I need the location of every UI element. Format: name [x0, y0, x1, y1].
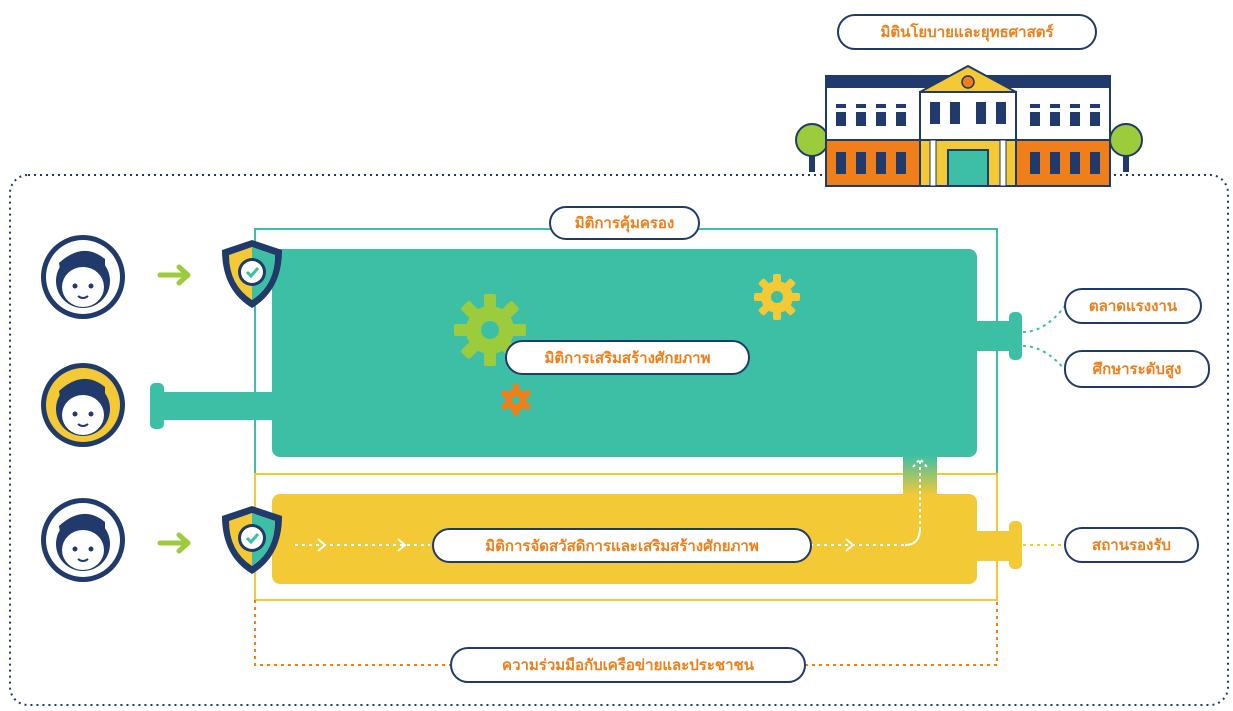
outer-dotted-boundary — [9, 174, 1229, 706]
output-higher-education: ศึกษาระดับสูง — [1064, 350, 1210, 388]
welfare-flow-arrows — [295, 527, 921, 552]
person-avatar-icon — [41, 498, 125, 582]
person-avatar-icon — [41, 363, 125, 447]
protection-label: มิติการคุ้มครอง — [549, 206, 700, 240]
tree-icon — [795, 123, 829, 172]
input-pipe — [158, 392, 273, 420]
teal-output-pipe-cap — [1009, 312, 1022, 360]
arrow-right-icon — [157, 532, 191, 554]
welfare-empowerment-label: มิติการจัดสวัสดิการและเสริมสร้างศักยภาพ — [432, 528, 812, 563]
gear-icon — [454, 294, 526, 366]
output-labor-market: ตลาดแรงงาน — [1064, 288, 1202, 324]
policy-strategy-label: มิตินโยบายและยุทธศาสตร์ — [837, 14, 1097, 50]
network-cooperation-label: ความร่วมมือกับเครือข่ายและประชาชน — [450, 647, 806, 683]
arrow-right-icon — [157, 264, 191, 286]
tree-icon — [1109, 123, 1143, 172]
output-line-education — [1022, 345, 1066, 371]
person-avatar-icon — [41, 235, 125, 319]
government-building-icon — [825, 64, 1111, 187]
gear-icon — [754, 274, 800, 320]
output-line-labor — [1022, 305, 1066, 333]
output-shelter: สถานรองรับ — [1064, 527, 1199, 563]
empowerment-label: มิติการเสริมสร้างศักยภาพ — [505, 340, 750, 375]
network-dashed-loop — [254, 600, 998, 666]
shield-check-icon — [222, 506, 282, 574]
shield-check-icon — [222, 240, 282, 308]
gear-icon — [501, 384, 531, 416]
yellow-output-pipe-cap — [1009, 521, 1022, 569]
input-pipe-cap — [150, 383, 164, 429]
